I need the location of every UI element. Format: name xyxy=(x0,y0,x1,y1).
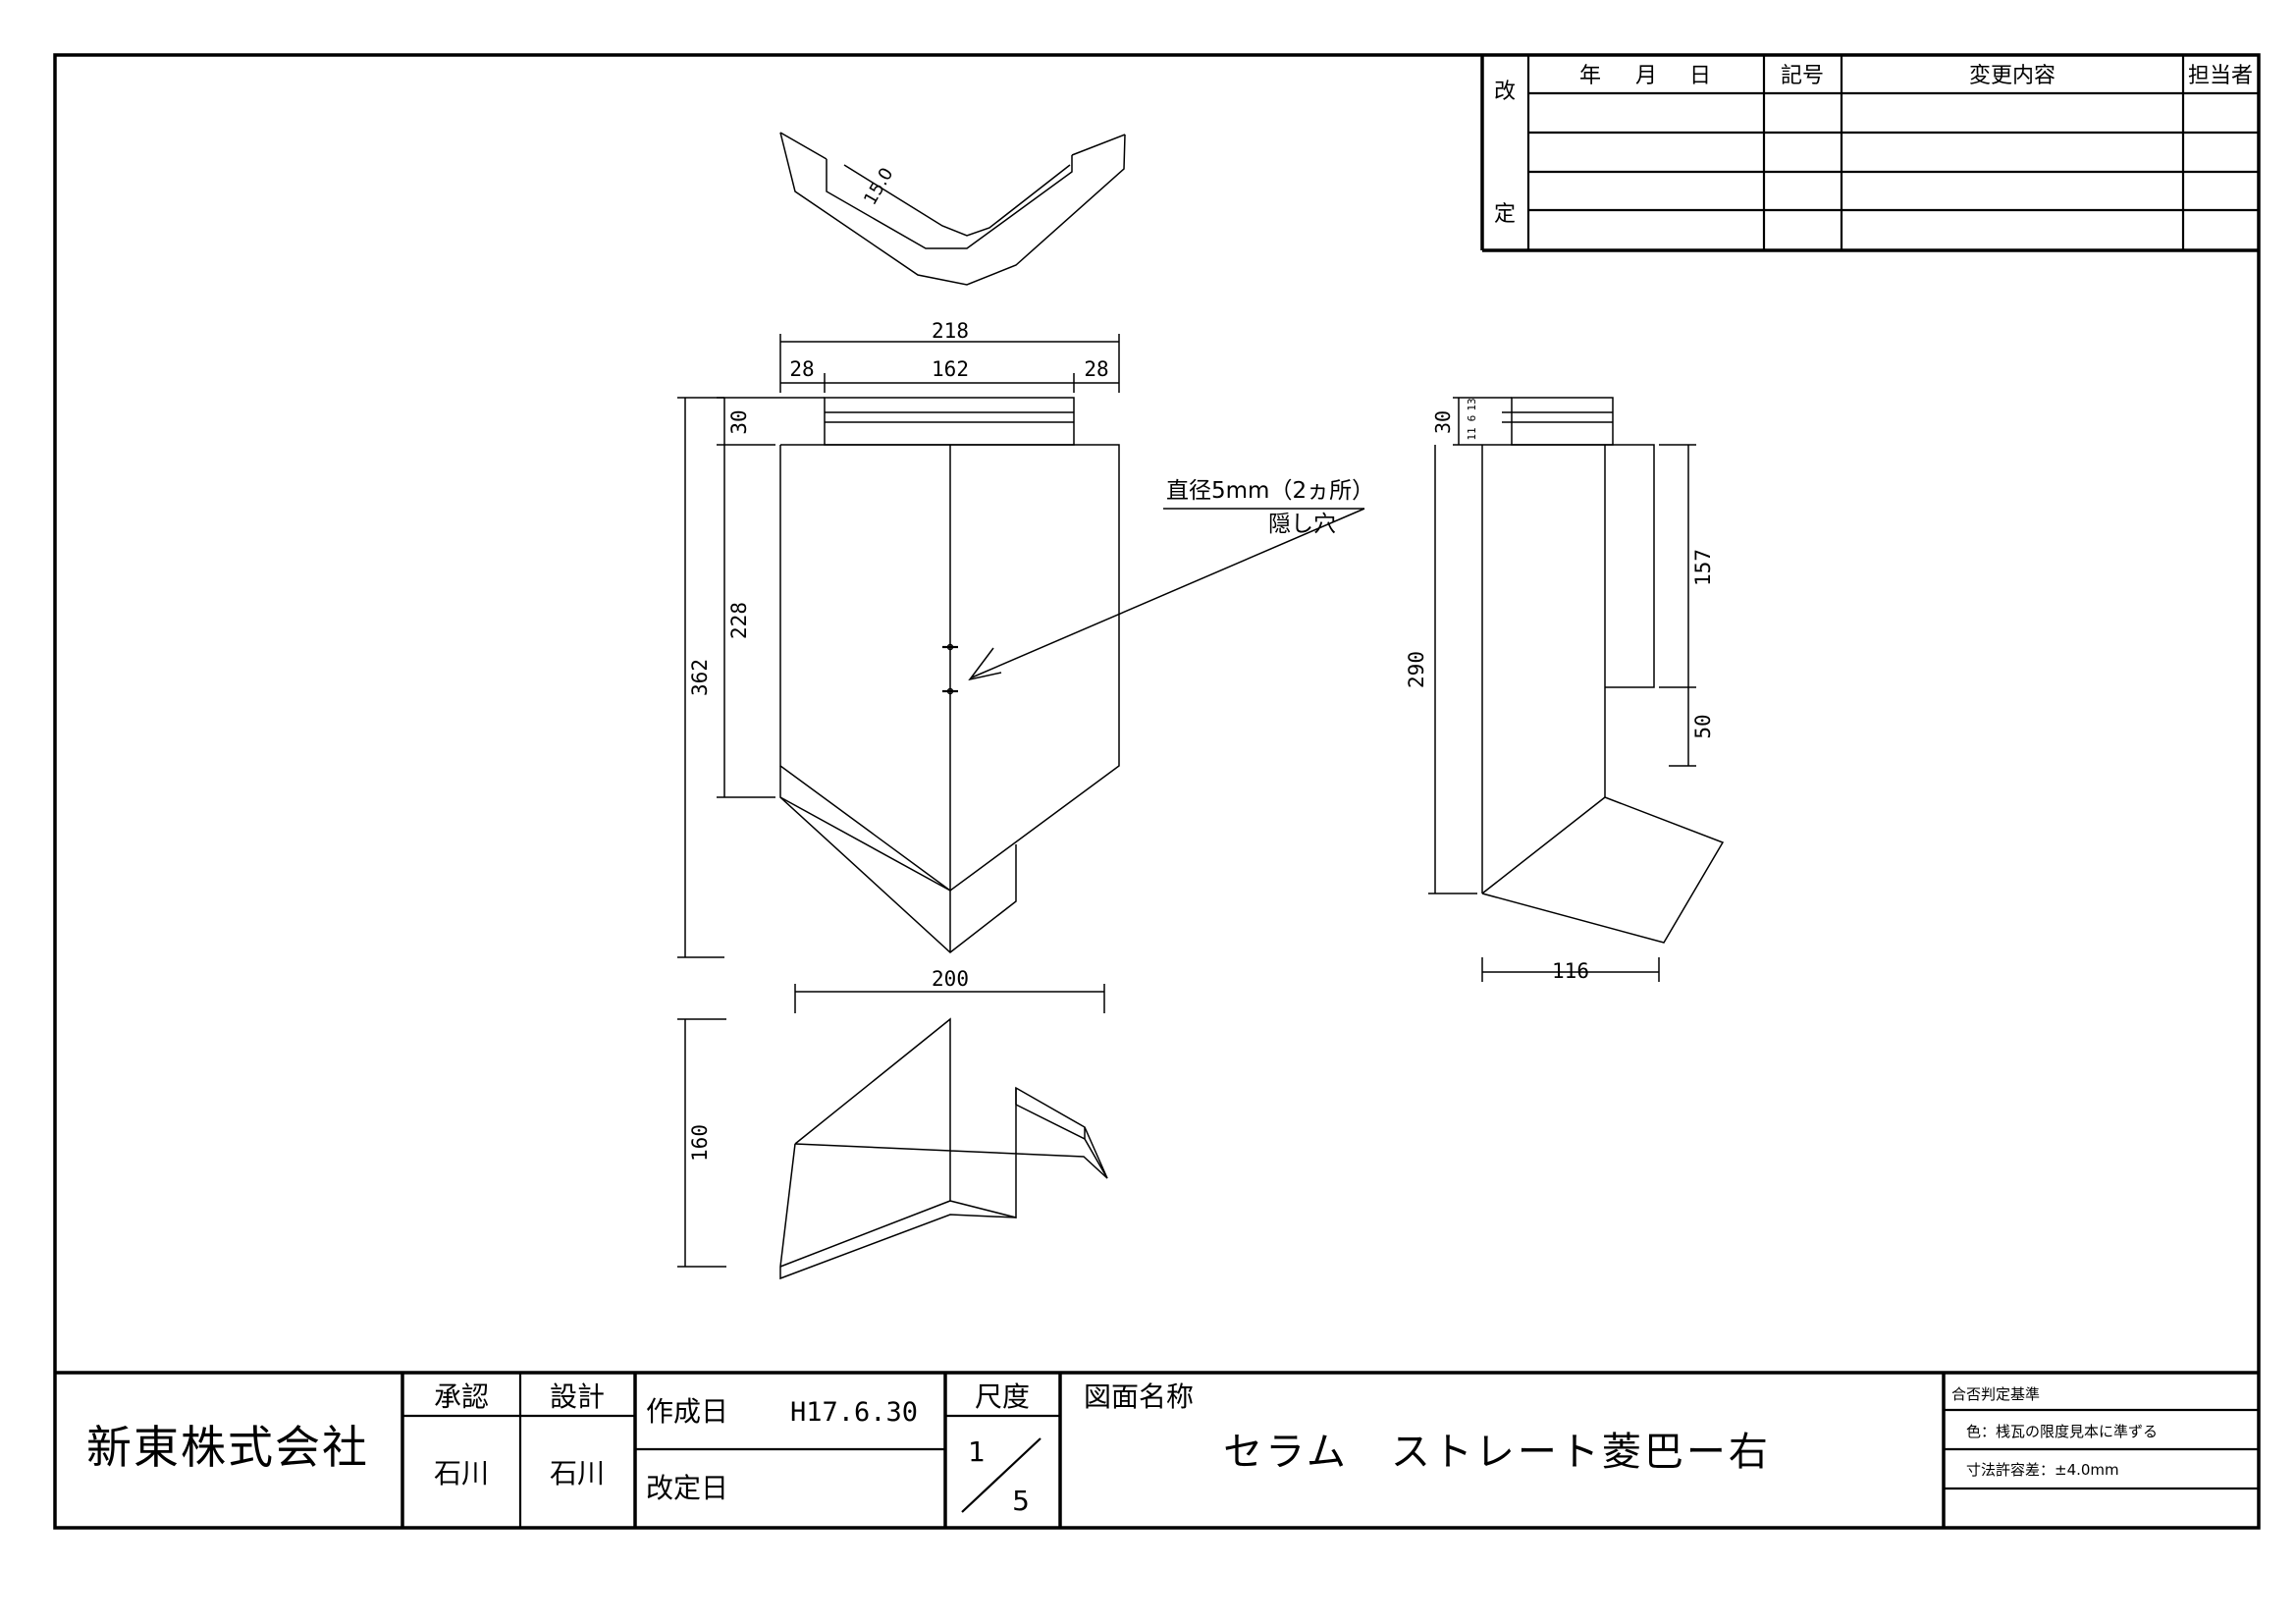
criteria-tolerance: 寸法許容差：±4.0mm xyxy=(1966,1461,2119,1479)
revision-table: 改 定 年 月 日 記号 変更内容 担当者 xyxy=(1480,55,2259,252)
front-view: 直径5mm（2ヵ所） 隠し穴 xyxy=(779,397,1374,953)
created-date: H17.6.30 xyxy=(790,1397,918,1428)
dim-overall-height: 362 xyxy=(688,659,712,696)
dim-side-small-c: 11 xyxy=(1466,427,1478,440)
dim-body-height: 228 xyxy=(727,602,751,639)
side-view xyxy=(1481,397,1725,944)
dim-side-lower: 50 xyxy=(1691,714,1715,738)
dim-side-small-a: 13 xyxy=(1466,398,1478,410)
header-month: 月 xyxy=(1635,64,1657,88)
top-view: 15.0 xyxy=(779,132,1126,286)
scale-denominator: 5 xyxy=(1012,1485,1030,1517)
dim-bottom-width: 200 xyxy=(932,967,969,991)
design-label: 設計 xyxy=(550,1380,605,1413)
header-year: 年 xyxy=(1579,64,1601,88)
revision-label-top: 改 xyxy=(1494,80,1516,104)
dim-top-thickness: 15.0 xyxy=(860,164,897,208)
dim-overall-width: 218 xyxy=(932,319,969,343)
drawing-name-label: 図面名称 xyxy=(1084,1380,1194,1413)
dim-top-band: 30 xyxy=(727,409,751,434)
side-view-dimensions: 30 13 6 11 157 50 290 116 xyxy=(1405,397,1715,983)
dim-center-width: 162 xyxy=(932,357,969,381)
designer-name: 石川 xyxy=(550,1457,605,1489)
front-view-dimensions: 218 28 162 28 30 228 362 xyxy=(677,319,1120,958)
approver-name: 石川 xyxy=(434,1457,489,1489)
dim-bottom-height: 160 xyxy=(688,1124,712,1162)
drawing-frame xyxy=(53,53,2261,1530)
header-person: 担当者 xyxy=(2188,64,2253,88)
annotation-hidden-hole: 隠し穴 xyxy=(1268,512,1336,537)
leader-line xyxy=(971,508,1365,678)
dim-right-margin: 28 xyxy=(1084,357,1108,381)
dim-side-width: 116 xyxy=(1552,959,1589,983)
company-name: 新東株式会社 xyxy=(86,1421,369,1474)
criteria-label: 合否判定基準 xyxy=(1951,1385,2040,1403)
header-symbol: 記号 xyxy=(1781,64,1824,88)
revision-label-bottom: 定 xyxy=(1494,202,1516,227)
dim-left-margin: 28 xyxy=(789,357,814,381)
dim-side-upper: 157 xyxy=(1691,549,1715,586)
criteria-color: 色：桟瓦の限度見本に準ずる xyxy=(1966,1423,2158,1440)
scale-numerator: 1 xyxy=(968,1435,986,1468)
approval-label: 承認 xyxy=(434,1380,489,1413)
header-content: 変更内容 xyxy=(1969,64,2056,88)
created-label: 作成日 xyxy=(646,1395,728,1428)
annotation-diameter: 直径5mm（2ヵ所） xyxy=(1166,478,1374,504)
dim-side-top-band: 30 xyxy=(1431,410,1455,434)
dim-side-height: 290 xyxy=(1405,651,1428,688)
drawing-name: セラム ストレート菱巴ー右 xyxy=(1223,1430,1771,1475)
revised-label: 改定日 xyxy=(646,1472,728,1504)
scale-label: 尺度 xyxy=(975,1380,1030,1413)
bottom-view-dimensions: 200 160 xyxy=(677,967,1105,1268)
dim-side-small-b: 6 xyxy=(1466,415,1478,422)
bottom-view xyxy=(779,1017,1108,1280)
title-block: 新東株式会社 承認 設計 石川 石川 作成日 H17.6.30 改定日 尺度 1… xyxy=(55,1371,2259,1528)
header-day: 日 xyxy=(1689,64,1711,88)
